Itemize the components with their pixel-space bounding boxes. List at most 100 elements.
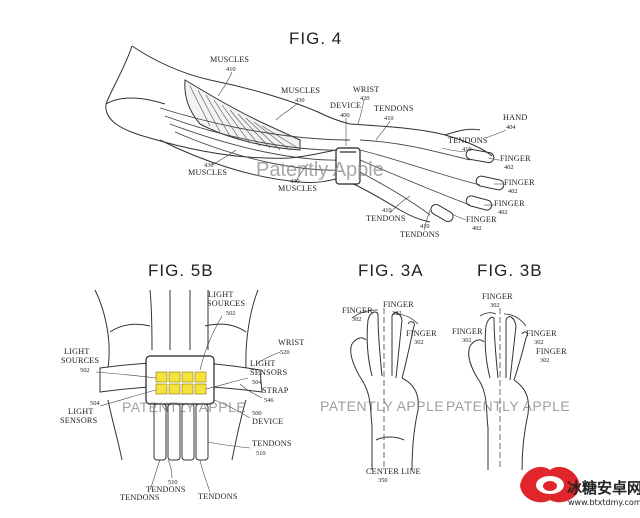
fig5b-label-light-sensors-right: LIGHT: [250, 359, 276, 368]
fig3b-num-302a: 302: [490, 302, 500, 309]
light-sensor-cell: [181, 383, 194, 395]
fig5b-label-tendons-b2: TENDONS: [120, 493, 160, 502]
light-source-cell: [155, 371, 168, 383]
fig3a-hand-drawing: [350, 311, 419, 471]
fig5b-watermark: PATENTLY APPLE: [122, 399, 246, 415]
light-source-cell: [168, 371, 181, 383]
light-source-cell: [181, 371, 194, 383]
fig4-num-404: 404: [506, 124, 516, 131]
fig4-label-device: DEVICE: [330, 101, 361, 110]
fig3b-num-302d: 302: [540, 357, 550, 364]
fig4-label-finger-4: FINGER: [466, 215, 497, 224]
fig4-tendons: [159, 107, 481, 216]
fig3b-num-302c: 302: [534, 339, 544, 346]
fig5b-label-strap: STRAP: [262, 386, 289, 395]
fig4-arm-drawing: [105, 45, 351, 183]
fig4-title: FIG. 4: [289, 29, 342, 48]
fig4-num-430c: 430: [290, 178, 300, 185]
fig5b-tendons: [153, 403, 209, 461]
fig4-num-420: 420: [360, 95, 370, 102]
fig5b-num-546: 546: [264, 397, 274, 404]
light-sensor-cell: [194, 383, 207, 395]
fig4: FIG. 4: [105, 29, 535, 239]
fig5b-label-tendons-right: TENDONS: [252, 439, 292, 448]
fig4-watermark: Patently Apple: [256, 159, 384, 181]
fig3b-num-302b: 302: [462, 337, 472, 344]
fig3a-num-350: 350: [378, 477, 388, 484]
fig4-label-wrist: WRIST: [353, 85, 379, 94]
fig3b: FIG. 3B FINGER 302 FINGER 302 FINGER 302…: [446, 261, 570, 471]
fig3a-num-302a: 302: [352, 316, 362, 323]
light-source-cell: [194, 371, 207, 383]
fig5b-num-502a: 502: [226, 310, 236, 317]
fig4-label-tendons-top: TENDONS: [374, 104, 414, 113]
fig5b-num-510a: 510: [256, 450, 266, 457]
fig5b-num-520: 520: [280, 349, 290, 356]
fig4-hand: [339, 123, 505, 223]
fig4-label-tendons-bottom-2: TENDONS: [400, 230, 440, 239]
fig5b-label-light-sources-top2: SOURCES: [207, 299, 246, 308]
fig4-num-402a: 402: [504, 164, 514, 171]
fig4-num-410d: 410: [382, 207, 392, 214]
fig4-device: [335, 147, 361, 185]
light-sensor-cell: [168, 383, 181, 395]
fig5b-title: FIG. 5B: [148, 261, 214, 280]
fig5b-label-light-sources-top: LIGHT: [208, 290, 234, 299]
fig3b-watermark: PATENTLY APPLE: [446, 398, 570, 414]
fig5b-label-light-sensors-right2: SENSORS: [250, 368, 288, 377]
fig5b-label-wrist: WRIST: [278, 338, 304, 347]
fig3a-label-finger-left: FINGER: [342, 306, 373, 315]
fig4-num-410a: 410: [226, 66, 236, 73]
fig4-num-410c: 410: [462, 146, 472, 153]
fig5b-num-504a: 504: [252, 379, 262, 386]
fig5b-num-500: 500: [252, 410, 262, 417]
fig3a-label-finger-mid: FINGER: [383, 300, 414, 309]
fig5b-label-light-sensors-left2: SENSORS: [60, 416, 98, 425]
fig4-num-402b: 402: [508, 188, 518, 195]
fig4-label-hand: HAND: [503, 113, 527, 122]
fig4-num-430a: 430: [295, 97, 305, 104]
fig3a-title: FIG. 3A: [358, 261, 424, 280]
fig5b-wrist-drawing: [94, 289, 259, 461]
fig4-num-400: 400: [340, 112, 350, 119]
fig5b-label-light-sensors-left: LIGHT: [68, 407, 94, 416]
fig3a-label-center-line: CENTER LINE: [366, 467, 421, 476]
fig3a-num-302c: 302: [414, 339, 424, 346]
fig4-num-430b: 430: [204, 162, 214, 169]
fig5b-num-510b: 510: [168, 479, 178, 486]
fig3b-hand-drawing: [468, 316, 529, 471]
logo-mark-center: [543, 481, 557, 491]
fig4-label-muscles-bottom: MUSCLES: [278, 184, 317, 193]
fig5b: FIG. 5B: [60, 261, 304, 502]
fig3b-arrows: [479, 312, 527, 327]
fig3a-label-finger-right: FINGER: [406, 329, 437, 338]
fig5b-label-light-sources-left2: SOURCES: [61, 356, 100, 365]
fig3b-label-finger-top: FINGER: [482, 292, 513, 301]
fig5b-label-device: DEVICE: [252, 417, 283, 426]
fig4-label-muscles-430: MUSCLES: [281, 86, 320, 95]
fig4-num-402c: 402: [498, 209, 508, 216]
fig4-label-tendons-right: TENDONS: [448, 136, 488, 145]
fig3b-label-finger-left: FINGER: [452, 327, 483, 336]
fig5b-label-light-sources-left: LIGHT: [64, 347, 90, 356]
fig5b-num-502b: 502: [80, 367, 90, 374]
fig3a: FIG. 3A FINGER 302 FINGER 302 FINGER 3: [320, 261, 444, 484]
fig5b-leader-lines: [95, 315, 281, 493]
fig4-label-finger-2: FINGER: [504, 178, 535, 187]
fig4-label-muscles-410: MUSCLES: [210, 55, 249, 64]
fig3a-watermark: PATENTLY APPLE: [320, 398, 444, 414]
fig4-label-muscles-lower: MUSCLES: [188, 168, 227, 177]
fig4-label-tendons-bottom-1: TENDONS: [366, 214, 406, 223]
fig5b-num-504b: 504: [90, 400, 100, 407]
fig5b-label-tendons-b3: TENDONS: [198, 492, 238, 501]
fig5b-device: [145, 355, 215, 405]
light-sensor-cell: [155, 383, 168, 395]
fig4-num-402d: 402: [472, 225, 482, 232]
fig3b-title: FIG. 3B: [477, 261, 543, 280]
fig4-num-410b: 410: [384, 115, 394, 122]
site-logo[interactable]: 冰糖安卓网 www.btxtdmy.com: [520, 466, 640, 507]
fig4-label-finger-3: FINGER: [494, 199, 525, 208]
logo-url: www.btxtdmy.com: [568, 498, 640, 507]
